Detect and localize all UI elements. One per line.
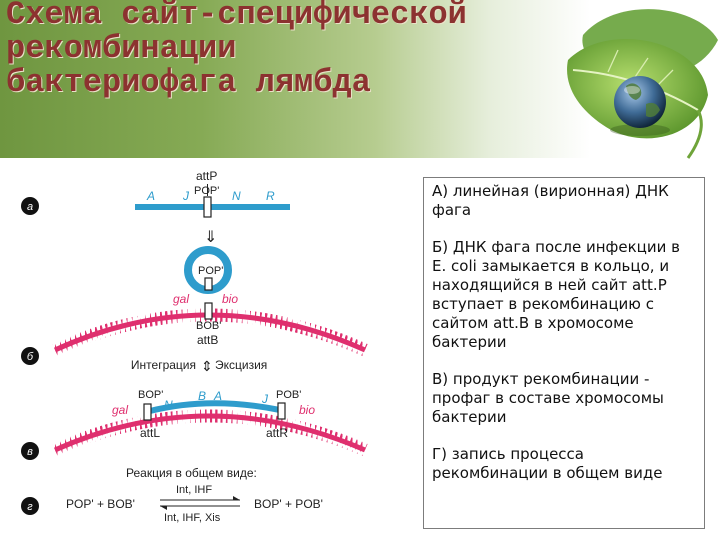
leaf-globe-illustration xyxy=(567,9,718,159)
attb-label: attB xyxy=(197,333,218,347)
pob-site-label: POB' xyxy=(276,389,301,401)
panel-label: г xyxy=(27,501,33,513)
description-a: А) линейная (вирионная) ДНК фага xyxy=(432,182,669,219)
circle-site-label: POP' xyxy=(198,265,223,277)
gal-label: gal xyxy=(173,292,189,306)
site-pop-label: POP' xyxy=(194,185,219,197)
gene-j-label: J xyxy=(182,189,190,203)
bob-site-label: BOB' xyxy=(196,320,221,332)
description-g: Г) запись процесса рекомбинации в общем … xyxy=(432,445,663,482)
title-line-2: рекомбинации xyxy=(6,30,237,67)
description-panel: А) линейная (вирионная) ДНК фага Б) ДНК … xyxy=(423,177,705,529)
description-v: В) продукт рекомбинации - профаг в соста… xyxy=(432,370,664,426)
prophage-dna xyxy=(149,400,281,414)
panel-label-badge xyxy=(21,347,39,365)
reverse-enzymes: Int, IHF, Xis xyxy=(164,512,221,524)
excision-label: Эксцизия xyxy=(215,358,267,372)
panel-label-badge xyxy=(21,197,39,215)
gene-n-label: N xyxy=(232,189,241,203)
attp-label: attP xyxy=(196,169,217,183)
panel-a: а attP A J POP' N R xyxy=(21,169,290,218)
gene-r-label: R xyxy=(266,189,275,203)
gene-b-label: B xyxy=(198,389,206,403)
attp-site-box xyxy=(203,196,212,218)
panel-label-badge xyxy=(21,442,39,460)
attl-label: attL xyxy=(140,426,160,440)
panel-label: б xyxy=(27,351,34,363)
attr-site-box xyxy=(277,402,286,420)
bio-label: bio xyxy=(299,403,315,417)
forward-enzymes: Int, IHF xyxy=(176,484,212,496)
gene-a-label: A xyxy=(213,389,222,403)
recombination-diagram: а attP A J POP' N R ⇓ POP' gal bio BOB' … xyxy=(21,169,368,524)
arrow-down-1: ⇓ xyxy=(204,229,217,246)
panel-b: POP' gal bio BOB' attB б xyxy=(21,246,368,365)
reaction-left: POP' + BOB' xyxy=(66,497,135,511)
panel-label: в xyxy=(27,446,33,458)
gene-a-label: A xyxy=(146,189,155,203)
reaction-right: BOP' + POB' xyxy=(254,497,323,511)
gene-j-label: J xyxy=(261,392,269,406)
integration-excision-arrows: ⇕ xyxy=(201,358,213,374)
title-line-1: Схема сайт-специфической xyxy=(6,0,467,33)
panel-v: gal BOP' N B A J POB' bio attL attR в xyxy=(21,389,368,460)
gene-n-label: N xyxy=(164,398,173,412)
panel-label: а xyxy=(27,201,33,213)
gal-label: gal xyxy=(112,403,128,417)
reaction-header: Реакция в общем виде: xyxy=(126,466,257,480)
bio-label: bio xyxy=(222,292,238,306)
title-line-3: бактериофага лямбда xyxy=(6,64,371,101)
bop-site-label: BOP' xyxy=(138,389,163,401)
attb-site-box xyxy=(204,302,213,320)
page-title: Схема сайт-специфической рекомбинации ба… xyxy=(6,0,566,100)
globe-icon xyxy=(614,76,666,128)
integration-label: Интеграция xyxy=(131,358,196,372)
circle-site-box xyxy=(204,277,213,291)
attr-label: attR xyxy=(266,426,288,440)
linear-phage-dna xyxy=(135,204,290,210)
panel-label-badge xyxy=(21,497,39,515)
panel-g: Реакция в общем виде: POP' + BOB' Int, I… xyxy=(21,466,323,524)
description-b: Б) ДНК фага после инфекции в E. coli зам… xyxy=(432,238,680,351)
attl-site-box xyxy=(143,403,152,421)
